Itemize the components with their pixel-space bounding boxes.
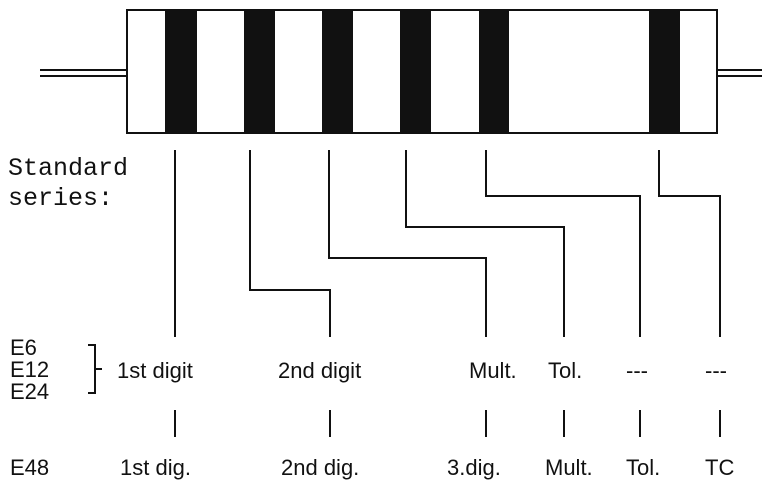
e6-band6-label: --- <box>705 358 727 383</box>
series-bracket <box>88 344 96 394</box>
heading-line-1: Standard <box>8 154 128 183</box>
color-bands <box>165 11 680 132</box>
band-6 <box>649 11 680 132</box>
series-e12-label: E12 <box>10 357 49 382</box>
band-3 <box>322 11 353 132</box>
e48-tol-label: Tol. <box>626 455 660 480</box>
series-e6-label: E6 <box>10 335 37 360</box>
e48-digit3-label: 3.dig. <box>447 455 501 480</box>
series-e24-label: E24 <box>10 379 49 404</box>
leader-lines <box>174 150 721 337</box>
row-connector-ticks <box>174 410 721 437</box>
leader-band-5 <box>485 150 641 337</box>
row-e6-e24: 1st digit 2nd digit Mult. Tol. --- --- <box>117 358 727 383</box>
e48-digit1-label: 1st dig. <box>120 455 191 480</box>
leader-band-3 <box>328 150 487 337</box>
e6-band5-label: --- <box>626 358 648 383</box>
resistor-leads <box>40 69 762 77</box>
series-e48-label: E48 <box>10 455 49 480</box>
band-2 <box>244 11 275 132</box>
band-1 <box>165 11 197 132</box>
heading-line-2: series: <box>8 184 113 213</box>
leader-band-2 <box>249 150 331 337</box>
band-5 <box>479 11 509 132</box>
leader-band-4 <box>405 150 565 337</box>
e6-digit2-label: 2nd digit <box>278 358 361 383</box>
e6-mult-label: Mult. <box>469 358 517 383</box>
e6-digit1-label: 1st digit <box>117 358 193 383</box>
band-4 <box>400 11 431 132</box>
e48-mult-label: Mult. <box>545 455 593 480</box>
e48-tc-label: TC <box>705 455 734 480</box>
e6-tol-label: Tol. <box>548 358 582 383</box>
e48-digit2-label: 2nd dig. <box>281 455 359 480</box>
leader-band-6 <box>658 150 721 337</box>
row-e48: 1st dig. 2nd dig. 3.dig. Mult. Tol. TC <box>120 455 734 480</box>
